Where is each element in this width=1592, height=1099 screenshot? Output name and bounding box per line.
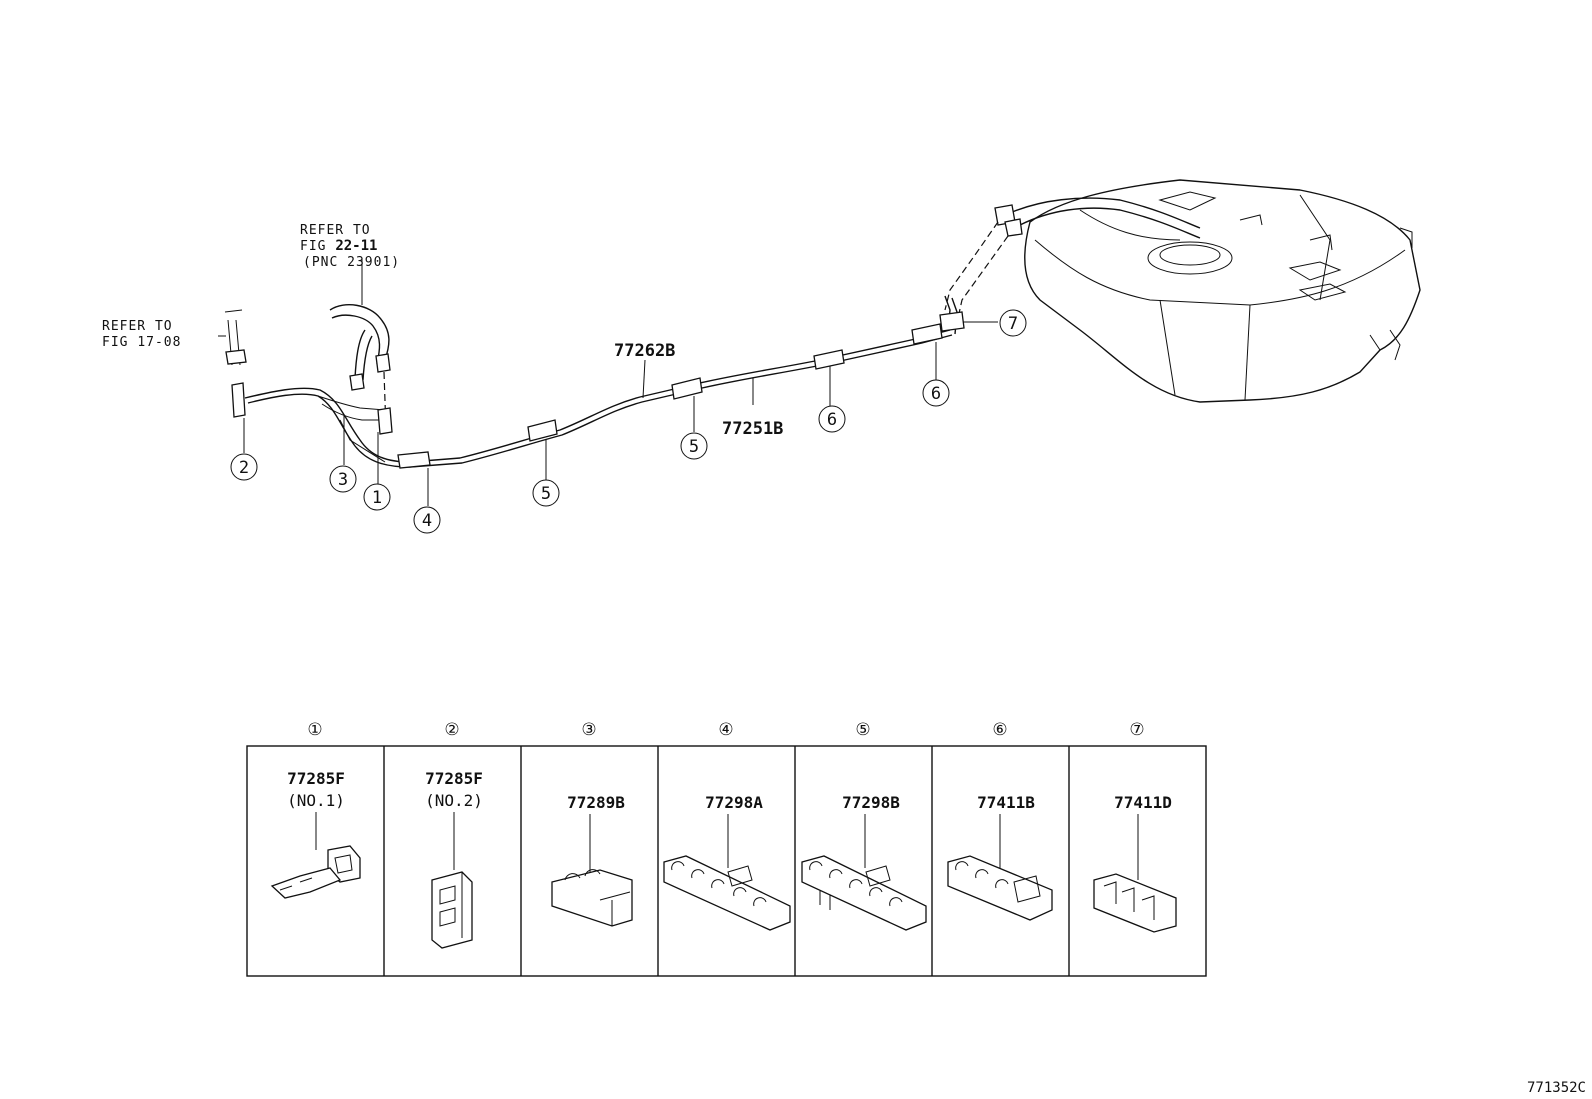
callout-6-right: 6: [922, 379, 950, 407]
connector-middle: [377, 407, 393, 435]
ref-fig-22-11-pnc: (PNC 23901): [303, 255, 400, 270]
table-col-5-num: ⑤: [855, 720, 870, 740]
dashed-link-tank: [944, 221, 999, 311]
part-label-77262b: 77262B: [614, 341, 675, 361]
clamp-77285f-no1-illustration: [270, 845, 361, 899]
callout-6-left: 6: [818, 405, 846, 433]
svg-text:2: 2: [239, 458, 249, 478]
table-col-2-code: 77285F: [425, 769, 483, 788]
svg-text:4: 4: [422, 511, 432, 531]
ref-fig-17-08-line2: FIG 17-08: [102, 335, 181, 350]
clamp-77411d-illustration: [1093, 873, 1177, 933]
fuel-hose: [329, 304, 391, 391]
leader-lines: [218, 258, 998, 506]
ref-fig-22-11-line1: REFER TO: [300, 223, 371, 238]
table-col-3-num: ③: [581, 720, 596, 740]
ref-fig-22-11-line2: FIG 22-11: [300, 238, 377, 254]
table-col-7-code: 77411D: [1114, 793, 1172, 812]
svg-text:5: 5: [541, 484, 551, 504]
table-col-1-code: 77285F: [287, 769, 345, 788]
callout-5-right: 5: [680, 432, 708, 460]
table-leaders: [315, 812, 1139, 880]
table-col-2-num: ②: [444, 720, 459, 740]
table-col-1-sub: (NO.1): [287, 791, 345, 810]
ref-fig-17-08-line1: REFER TO: [102, 319, 173, 334]
table-col-5-code: 77298B: [842, 793, 900, 812]
svg-text:7: 7: [1008, 314, 1018, 334]
svg-text:6: 6: [931, 384, 941, 404]
svg-text:1: 1: [372, 488, 382, 508]
figure-id: 771352C: [1527, 1080, 1586, 1096]
table-col-3-code: 77289B: [567, 793, 625, 812]
clamp-77411b-illustration: [947, 855, 1053, 921]
clamp-77298b-illustration: [801, 855, 927, 931]
clamp-77298a-illustration: [663, 855, 791, 931]
parts-table: [246, 745, 1207, 977]
connector-left: [224, 309, 247, 418]
callout-5-left: 5: [532, 479, 560, 507]
callout-2: 2: [230, 453, 258, 481]
table-col-2-sub: (NO.2): [425, 791, 483, 810]
svg-text:6: 6: [827, 410, 837, 430]
part-label-77251b: 77251B: [722, 419, 783, 439]
table-col-4-num: ④: [718, 720, 733, 740]
callout-3: 3: [329, 465, 357, 493]
callout-1: 1: [363, 483, 391, 511]
table-col-7-num: ⑦: [1129, 720, 1144, 740]
svg-text:3: 3: [338, 470, 348, 490]
fuel-tank-illustration: [994, 179, 1421, 403]
table-col-6-num: ⑥: [992, 720, 1007, 740]
callout-7: 7: [999, 309, 1027, 337]
clamp-77285f-no2-illustration: [431, 871, 473, 949]
line-clamps: [397, 311, 965, 469]
callout-4: 4: [413, 506, 441, 534]
table-col-6-code: 77411B: [977, 793, 1035, 812]
dashed-link-tank-2: [957, 235, 1009, 319]
clamp-77289b-illustration: [551, 869, 633, 927]
table-col-4-code: 77298A: [705, 793, 763, 812]
table-col-1-num: ①: [307, 720, 322, 740]
svg-text:5: 5: [689, 437, 699, 457]
